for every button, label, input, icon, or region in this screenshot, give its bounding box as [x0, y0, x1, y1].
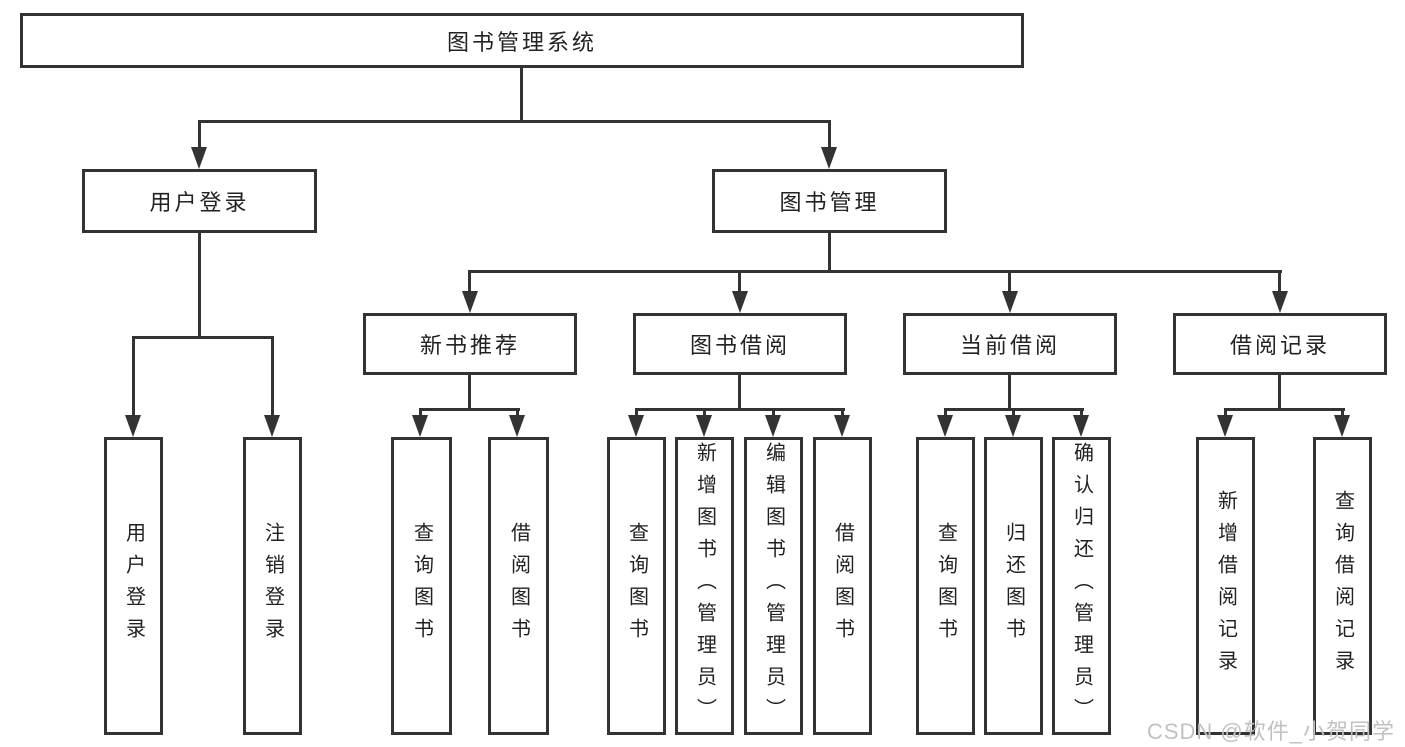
connector-line	[772, 408, 775, 418]
arrow-down-icon	[765, 415, 781, 437]
connector-line	[419, 408, 520, 411]
connector-line	[738, 270, 741, 294]
connector-line	[132, 336, 135, 417]
connector-line	[132, 336, 274, 339]
node-leaf-return-books: 归还图书	[984, 437, 1043, 735]
arrow-down-icon	[821, 147, 837, 169]
connector-line	[944, 408, 947, 418]
node-leaf-edit-book-admin: 编辑图书（管理员）	[744, 437, 803, 735]
node-leaf-confirm-return-admin: 确认归还（管理员）	[1052, 437, 1111, 735]
node-leaf-borrow-books: 借阅图书	[813, 437, 872, 735]
arrow-down-icon	[1217, 415, 1233, 437]
node-leaf-borrow-books-recommend: 借阅图书	[488, 437, 549, 735]
arrow-down-icon	[462, 291, 478, 313]
arrow-down-icon	[628, 415, 644, 437]
arrow-down-icon	[834, 415, 850, 437]
connector-line	[198, 120, 201, 153]
arrow-down-icon	[1073, 415, 1089, 437]
connector-line	[516, 408, 519, 418]
csdn-watermark: CSDN @软件_小贺同学	[1146, 719, 1395, 744]
connector-line	[1080, 408, 1083, 418]
node-book-management: 图书管理	[712, 169, 947, 233]
connector-line	[828, 120, 831, 153]
node-library-management-system: 图书管理系统	[20, 13, 1024, 68]
node-leaf-query-borrow-record: 查询借阅记录	[1313, 437, 1372, 735]
arrow-down-icon	[1002, 291, 1018, 313]
connector-line	[1341, 408, 1344, 418]
node-current-borrowing: 当前借阅	[903, 313, 1117, 375]
arrow-down-icon	[191, 147, 207, 169]
node-borrowing-records: 借阅记录	[1173, 313, 1387, 375]
connector-line	[198, 233, 201, 336]
node-leaf-user-login: 用户登录	[104, 437, 163, 735]
connector-line	[703, 408, 706, 418]
connector-line	[1008, 375, 1011, 411]
connector-line	[828, 233, 831, 273]
arrow-down-icon	[1272, 291, 1288, 313]
node-leaf-query-books-recommend: 查询图书	[391, 437, 452, 735]
node-user-login: 用户登录	[82, 169, 317, 233]
connector-line	[271, 336, 274, 417]
connector-line	[1012, 408, 1015, 418]
connector-line	[1224, 408, 1345, 411]
connector-line	[468, 270, 1282, 273]
arrow-down-icon	[264, 415, 280, 437]
connector-line	[1008, 270, 1011, 294]
connector-line	[635, 408, 845, 411]
node-leaf-query-books-current: 查询图书	[916, 437, 975, 735]
node-leaf-logout: 注销登录	[243, 437, 302, 735]
connector-line	[841, 408, 844, 418]
connector-line	[635, 408, 638, 418]
arrow-down-icon	[937, 415, 953, 437]
arrow-down-icon	[509, 415, 525, 437]
connector-line	[1278, 270, 1281, 294]
node-leaf-add-borrow-record: 新增借阅记录	[1196, 437, 1255, 735]
node-leaf-query-books-borrowing: 查询图书	[607, 437, 666, 735]
connector-line	[1224, 408, 1227, 418]
node-leaf-add-book-admin: 新增图书（管理员）	[675, 437, 734, 735]
connector-line	[468, 375, 471, 411]
arrow-down-icon	[732, 291, 748, 313]
arrow-down-icon	[412, 415, 428, 437]
connector-line	[738, 375, 741, 411]
arrow-down-icon	[696, 415, 712, 437]
arrow-down-icon	[125, 415, 141, 437]
node-new-book-recommendation: 新书推荐	[363, 313, 577, 375]
connector-line	[520, 68, 523, 120]
connector-line	[198, 120, 831, 123]
connector-line	[468, 270, 471, 294]
connector-line	[1278, 375, 1281, 411]
arrow-down-icon	[1334, 415, 1350, 437]
arrow-down-icon	[1005, 415, 1021, 437]
node-book-borrowing: 图书借阅	[633, 313, 847, 375]
connector-line	[419, 408, 422, 418]
